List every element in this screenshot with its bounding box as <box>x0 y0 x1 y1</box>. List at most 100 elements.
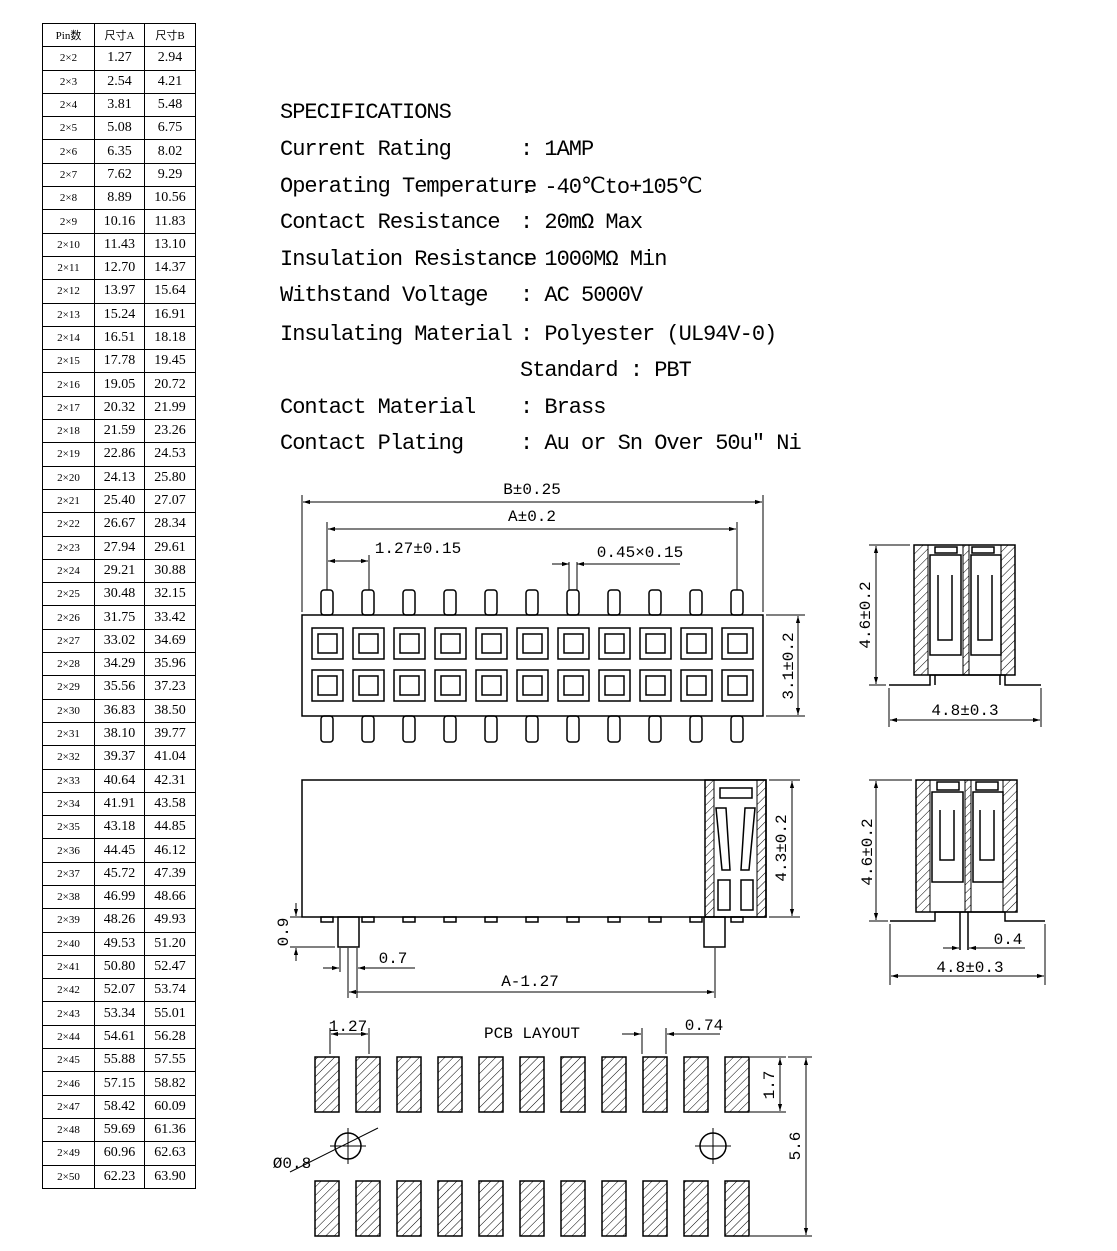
pcb-total-height-label: 5.6 <box>787 1132 805 1161</box>
pin-count-cell: 2×40 <box>42 931 95 956</box>
size-b-cell: 58.82 <box>144 1071 196 1096</box>
dim-0-9: 0.9 <box>275 918 293 947</box>
dim-pin-size: 0.45×0.15 <box>597 544 683 562</box>
pcb-layout <box>289 1028 812 1237</box>
size-b-cell: 20.72 <box>144 372 196 397</box>
pin-count-cell: 2×50 <box>42 1164 95 1189</box>
size-b-cell: 14.37 <box>144 255 196 281</box>
pin-count-cell: 2×23 <box>42 535 95 560</box>
size-b-cell: 13.10 <box>144 232 196 257</box>
pin-count-cell: 2×45 <box>42 1048 95 1073</box>
contact-cavity <box>557 627 590 660</box>
contact-cavity-inner <box>481 633 502 654</box>
pin-count-cell: 2×46 <box>42 1071 95 1096</box>
size-b-cell: 55.01 <box>144 1001 196 1026</box>
pcb-pad <box>724 1180 750 1237</box>
pcb-pad <box>314 1056 340 1113</box>
size-a-cell: 7.62 <box>94 162 145 188</box>
pcb-pad <box>396 1056 422 1113</box>
size-b-cell: 27.07 <box>144 488 196 514</box>
size-b-cell: 47.39 <box>144 861 196 886</box>
dim-height-4-3: 4.3±0.2 <box>773 814 791 881</box>
dim-b: B±0.25 <box>503 481 561 499</box>
contact-cavity <box>516 627 549 660</box>
pin-count-cell: 2×2 <box>42 46 95 71</box>
pin-count-cell: 2×49 <box>42 1141 95 1166</box>
size-b-cell: 16.91 <box>144 302 196 327</box>
pcb-pad <box>355 1056 381 1113</box>
size-b-cell: 21.99 <box>144 395 196 421</box>
size-a-cell: 31.75 <box>94 605 145 630</box>
size-b-cell: 42.31 <box>144 768 196 793</box>
pin-count-cell: 2×43 <box>42 1001 95 1026</box>
contact-cavity-inner <box>645 633 666 654</box>
contact-cavity-inner <box>358 633 379 654</box>
contact-cavity-inner <box>317 675 338 696</box>
size-a-cell: 57.15 <box>94 1071 145 1096</box>
top-pin-lower <box>566 715 580 743</box>
pin-count-cell: 2×11 <box>42 255 95 281</box>
contact-cavity <box>680 669 713 702</box>
pin-count-cell: 2×27 <box>42 628 95 654</box>
contact-cavity-inner <box>563 633 584 654</box>
size-b-cell: 29.61 <box>144 535 196 560</box>
dim-pitch: 1.27±0.15 <box>375 540 461 558</box>
pcb-pad <box>437 1056 463 1113</box>
contact-cavity <box>721 627 754 660</box>
top-pin-upper <box>566 589 580 616</box>
pcb-row-height-label: 1.7 <box>761 1071 779 1100</box>
size-a-cell: 45.72 <box>94 861 145 886</box>
front-pin <box>484 916 498 923</box>
pcb-pitch-label: 1.27 <box>329 1018 367 1036</box>
front-view <box>290 779 800 998</box>
contact-cavity <box>393 669 426 702</box>
top-pin-lower <box>361 715 375 743</box>
size-b-cell: 4.21 <box>144 69 196 94</box>
pcb-pad <box>314 1180 340 1237</box>
size-a-cell: 43.18 <box>94 815 145 840</box>
pcb-pad <box>519 1056 545 1113</box>
dim-height-4-6-bottom: 4.6±0.2 <box>859 818 877 885</box>
pin-count-cell: 2×19 <box>42 442 95 467</box>
dim-width-4-8-top: 4.8±0.3 <box>931 702 998 720</box>
size-a-cell: 58.42 <box>94 1094 145 1119</box>
dim-0-7: 0.7 <box>379 950 408 968</box>
front-pin <box>607 916 621 923</box>
contact-cavity <box>311 627 344 660</box>
spec-label: Withstand Voltage <box>280 283 488 308</box>
contact-cavity-inner <box>563 675 584 696</box>
contact-cavity <box>352 669 385 702</box>
contact-cavity-inner <box>399 675 420 696</box>
pcb-pad <box>683 1056 709 1113</box>
size-a-cell: 38.10 <box>94 721 145 747</box>
top-pin-lower <box>402 715 416 743</box>
contact-cavity-inner <box>686 633 707 654</box>
contact-cavity <box>639 627 672 660</box>
pin-count-cell: 2×24 <box>42 558 95 584</box>
size-a-cell: 39.37 <box>94 745 145 770</box>
top-pin-upper <box>443 589 457 616</box>
size-a-cell: 46.99 <box>94 884 145 910</box>
size-b-cell: 61.36 <box>144 1117 196 1143</box>
front-pin <box>730 916 744 923</box>
size-a-cell: 52.07 <box>94 978 145 1003</box>
size-b-cell: 2.94 <box>144 46 196 71</box>
spec-label: Contact Material <box>280 395 476 420</box>
size-b-cell: 62.63 <box>144 1141 196 1166</box>
spec-label: Insulation Resistance <box>280 247 537 272</box>
size-b-cell: 63.90 <box>144 1164 196 1189</box>
contact-cavity-inner <box>727 633 748 654</box>
size-b-cell: 30.88 <box>144 558 196 584</box>
